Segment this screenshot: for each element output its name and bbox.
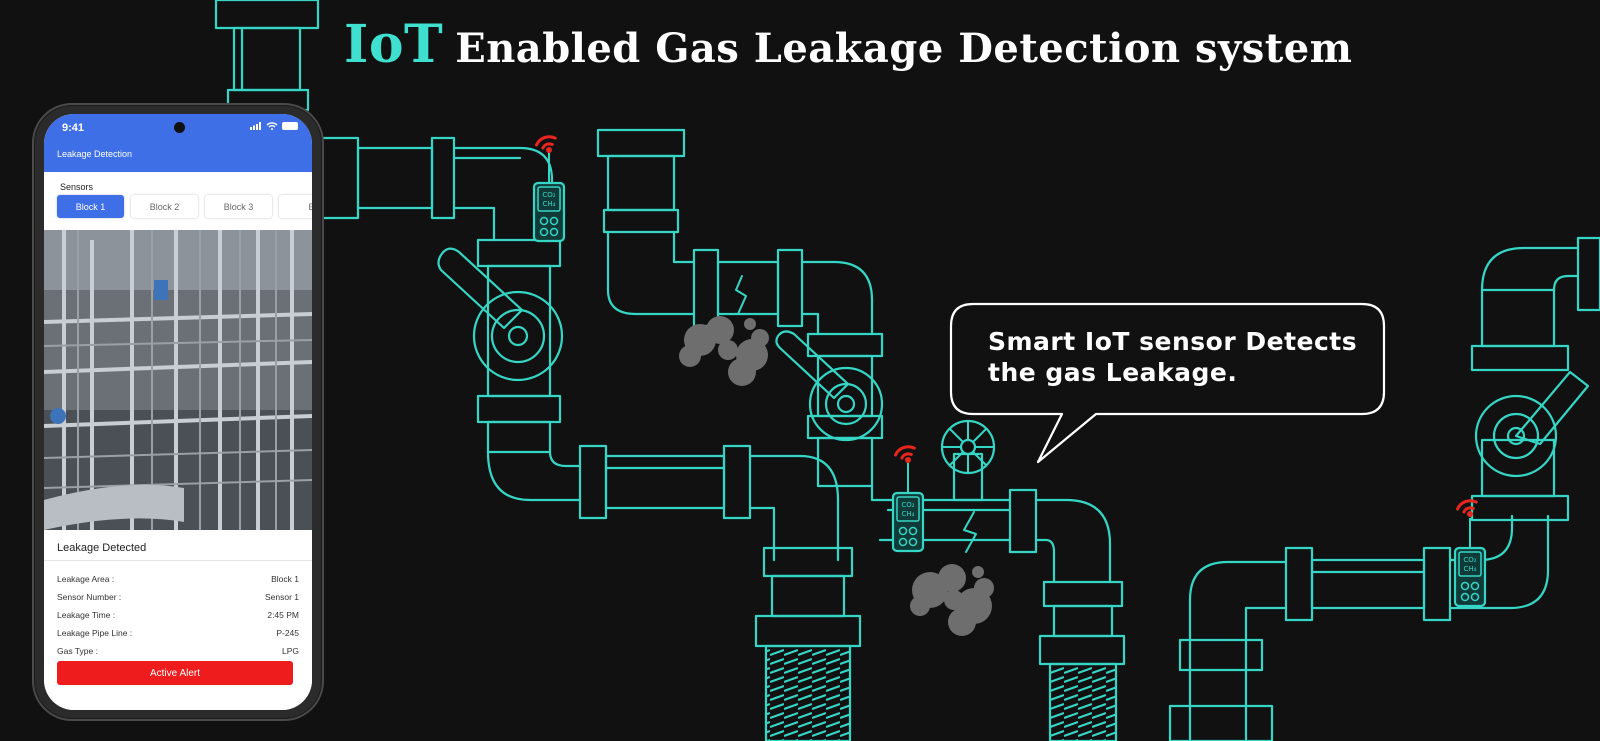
detail-value: P-245: [276, 628, 299, 638]
sensor-1-co2-label: CO₂: [542, 191, 555, 199]
detail-value: Sensor 1: [264, 592, 299, 602]
gas-sensor-2: [891, 463, 925, 553]
pipe-run-1: [316, 136, 582, 502]
front-camera: [174, 122, 185, 133]
detail-row: Leakage Time : 2:45 PM: [57, 610, 299, 620]
leak-details-panel: Leakage Detected Leakage Area : Block 1 …: [44, 530, 312, 710]
valve-3: [1474, 370, 1590, 478]
tab-block-3[interactable]: Block 3: [205, 195, 272, 218]
sensors-label: Sensors: [60, 182, 94, 192]
detail-value: 2:45 PM: [267, 610, 299, 620]
callout-line-1: Smart IoT sensor Detects: [988, 327, 1358, 356]
app-header: 9:41 Leakage Detection: [44, 114, 312, 172]
sensor-tabs: Block 1 Block 2 Block 3 Bl: [57, 195, 312, 218]
detail-row: Sensor Number : Sensor 1: [57, 592, 299, 602]
valve-2: [775, 330, 884, 442]
detail-label: Sensor Number :: [57, 592, 122, 602]
sensor-1-ch4-label: CH₄: [543, 200, 556, 208]
wifi-icon: [266, 122, 278, 130]
detail-row: Gas Type : LPG: [57, 646, 299, 656]
gas-sensor-1: [532, 153, 566, 243]
title-text: Enabled Gas Leakage Detection system: [455, 25, 1353, 72]
tab-block-4[interactable]: Bl: [279, 195, 312, 218]
phone-screen: 9:41 Leakage Detection Sensors Block 1 B…: [44, 114, 312, 710]
top-left-pipe: [214, 0, 320, 112]
pipe-run-4: [870, 419, 1126, 741]
title-accent: IoT: [344, 14, 444, 75]
sensor-2-ch4-label: CH₄: [902, 510, 915, 518]
battery-icon: [282, 122, 298, 130]
status-time: 9:41: [62, 122, 85, 134]
active-alert-button[interactable]: Active Alert: [57, 661, 293, 685]
detail-label: Leakage Area :: [57, 574, 115, 584]
pipe-run-3: [596, 128, 884, 488]
detail-label: Leakage Pipe Line :: [57, 628, 133, 638]
status-icons: [250, 122, 298, 130]
phone-mockup: 9:41 Leakage Detection Sensors Block 1 B…: [32, 103, 324, 721]
pipe-run-2: [578, 444, 862, 741]
wifi-signal-icon-1: [535, 135, 557, 153]
valve-1: [437, 247, 564, 382]
detail-row: Leakage Area : Block 1: [57, 574, 299, 584]
wifi-signal-icon-2: [894, 445, 916, 463]
app-title: Leakage Detection: [57, 149, 133, 159]
callout-bubble: [949, 302, 1386, 464]
detail-value: LPG: [281, 646, 299, 656]
panel-heading: Leakage Detected: [57, 542, 147, 554]
pipe-run-5: [1168, 236, 1600, 741]
cellular-signal-icon: [250, 122, 261, 130]
gas-smoke-2: [910, 564, 994, 636]
factory-pipes-photo: [44, 230, 312, 530]
detail-label: Gas Type :: [57, 646, 98, 656]
detail-value: Block 1: [271, 574, 299, 584]
panel-divider: [44, 560, 312, 561]
gas-smoke-1: [679, 316, 769, 386]
sensor-3-ch4-label: CH₄: [1464, 565, 1477, 573]
callout-text: Smart IoT sensor Detects the gas Leakage…: [988, 326, 1388, 388]
sensor-3-co2-label: CO₂: [1463, 556, 1476, 564]
detail-row: Leakage Pipe Line : P-245: [57, 628, 299, 638]
gas-sensor-3: [1453, 518, 1487, 608]
tab-block-1[interactable]: Block 1: [57, 195, 124, 218]
detail-label: Leakage Time :: [57, 610, 116, 620]
sensor-2-co2-label: CO₂: [901, 501, 914, 509]
tab-block-2[interactable]: Block 2: [131, 195, 198, 218]
callout-line-2: the gas Leakage.: [988, 358, 1238, 387]
wifi-signal-icon-3: [1456, 499, 1478, 517]
